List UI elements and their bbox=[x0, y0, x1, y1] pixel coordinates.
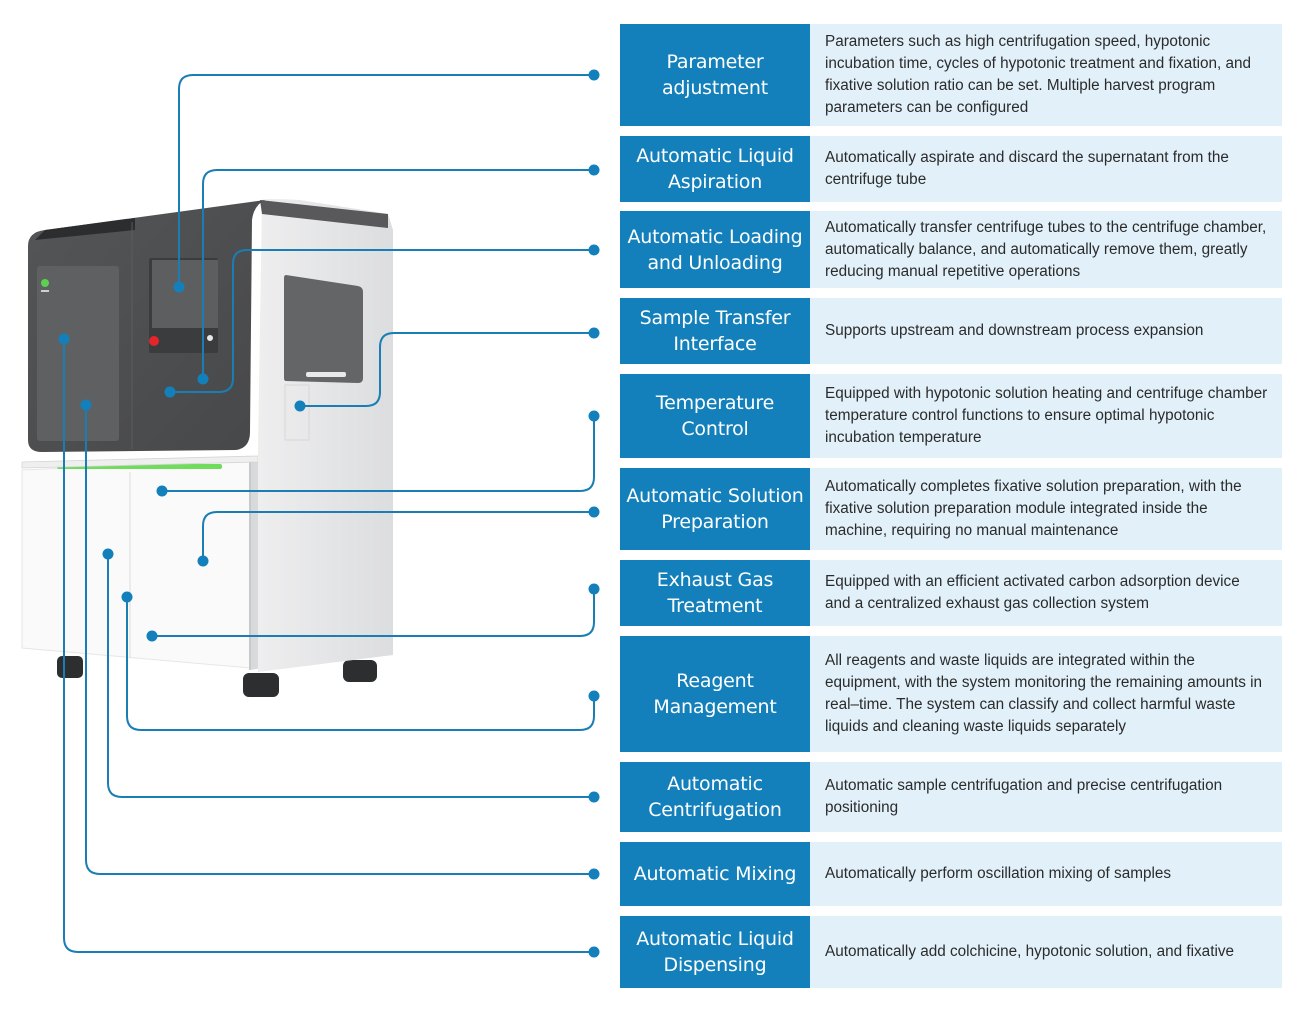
upper-enclosure bbox=[28, 200, 265, 452]
feature-title: Parameter adjustment bbox=[620, 24, 810, 126]
feature-description: All reagents and waste liquids are integ… bbox=[810, 636, 1282, 752]
green-logo-icon bbox=[41, 279, 49, 292]
feature-description: Automatic sample centrifugation and prec… bbox=[810, 762, 1282, 832]
feature-title: Temperature Control bbox=[620, 374, 810, 458]
feature-title: Automatic Mixing bbox=[620, 842, 810, 906]
feature-description: Automatically transfer centrifuge tubes … bbox=[810, 211, 1282, 288]
touchscreen-panel bbox=[149, 258, 218, 353]
feature-title: Reagent Management bbox=[620, 636, 810, 752]
feature-description: Equipped with an efficient activated car… bbox=[810, 560, 1282, 626]
feature-title: Exhaust Gas Treatment bbox=[620, 560, 810, 626]
feature-description: Automatically perform oscillation mixing… bbox=[810, 842, 1282, 906]
feature-title: Automatic Loading and Unloading bbox=[620, 211, 810, 288]
sample-transfer-window bbox=[284, 275, 363, 383]
machine-illustration bbox=[21, 199, 393, 697]
feature-description: Equipped with hypotonic solution heating… bbox=[810, 374, 1282, 458]
feature-description: Automatically completes fixative solutio… bbox=[810, 468, 1282, 550]
front-viewing-window bbox=[37, 266, 119, 441]
feature-description: Parameters such as high centrifugation s… bbox=[810, 24, 1282, 126]
feature-description: Automatically add colchicine, hypotonic … bbox=[810, 916, 1282, 988]
emergency-stop-button bbox=[149, 336, 159, 346]
feature-description: Automatically aspirate and discard the s… bbox=[810, 136, 1282, 202]
feature-title: Automatic Centrifugation bbox=[620, 762, 810, 832]
feature-title: Sample Transfer Interface bbox=[620, 298, 810, 364]
feature-title: Automatic Liquid Aspiration bbox=[620, 136, 810, 202]
feature-title: Automatic Solution Preparation bbox=[620, 468, 810, 550]
feature-title: Automatic Liquid Dispensing bbox=[620, 916, 810, 988]
feature-description: Supports upstream and downstream process… bbox=[810, 298, 1282, 364]
side-panel bbox=[258, 199, 393, 672]
